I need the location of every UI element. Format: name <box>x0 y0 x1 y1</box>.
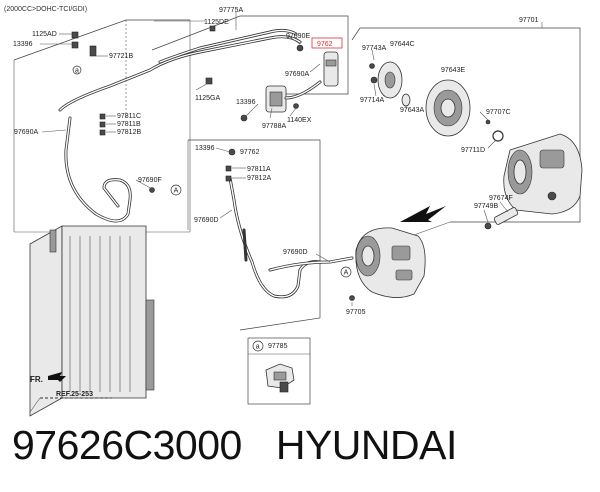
callout-a-inset: a <box>252 340 264 352</box>
relief-valve <box>484 207 519 230</box>
small-clamps <box>71 25 304 193</box>
label-1125AD: 1125AD <box>32 31 57 38</box>
label-97811A: 97811A <box>247 166 271 173</box>
middle-pipe-box <box>187 139 321 331</box>
pressure-switch <box>311 37 343 87</box>
label-1125DE: 1125DE <box>204 19 229 26</box>
label-97705: 97705 <box>346 309 366 316</box>
svg-text:A: A <box>174 188 179 195</box>
label-97690E: 97690E <box>286 33 310 40</box>
label-97690D-right: 97690D <box>283 249 308 256</box>
diagram-header: (2000CC>DOHC-TCI/GDI) <box>4 6 87 13</box>
svg-text:a: a <box>256 344 260 351</box>
label-97788A: 97788A <box>262 123 286 130</box>
brand-name: HYUNDAI <box>275 422 458 468</box>
label-97690A-top: 97690A <box>285 71 309 78</box>
svg-text:A: A <box>344 270 349 277</box>
label-fr: FR. <box>30 375 43 384</box>
front-indicator <box>29 372 112 413</box>
label-97690F: 97690F <box>138 177 162 184</box>
callout-a-left: A <box>170 184 182 196</box>
label-97674F: 97674F <box>489 195 513 202</box>
label-97785: 97785 <box>268 343 288 350</box>
condenser <box>29 225 155 417</box>
label-ref: REF.25-253 <box>56 391 93 398</box>
mid-compressor <box>349 227 426 301</box>
inset-box <box>247 337 311 405</box>
inset-part <box>265 363 295 393</box>
label-97775A: 97775A <box>219 7 243 14</box>
part-labels: 97775A 1125DE 1125AD 13396 97690E 9762 9… <box>13 7 539 398</box>
label-97812B: 97812B <box>117 129 141 136</box>
caption: 97626C3000 HYUNDAI <box>12 422 457 469</box>
muffler-block <box>265 80 322 113</box>
suction-to-compressor-pipe <box>268 256 354 272</box>
label-1125GA: 1125GA <box>195 95 220 102</box>
label-97626-highlight: 9762 <box>317 41 333 48</box>
label-97811B: 97811B <box>117 121 141 128</box>
label-97812A: 97812A <box>247 175 271 182</box>
svg-text:a: a <box>75 67 79 74</box>
label-1140EX: 1140EX <box>287 117 312 124</box>
top-discharge-pipe <box>58 28 302 112</box>
label-97762: 97762 <box>240 149 260 156</box>
callout-a-right: A <box>340 266 352 278</box>
middle-suction-pipe <box>228 176 322 299</box>
leader-lines <box>40 12 543 306</box>
label-97701: 97701 <box>519 17 539 24</box>
label-97743A: 97743A <box>362 45 386 52</box>
label-97643A: 97643A <box>400 107 424 114</box>
left-vertical-pipe <box>64 116 132 223</box>
label-97644C: 97644C <box>390 41 415 48</box>
label-13396-mid: 13396 <box>236 99 256 106</box>
label-97707C: 97707C <box>486 109 511 116</box>
label-97690A-left: 97690A <box>14 129 38 136</box>
label-97714A: 97714A <box>360 97 384 104</box>
label-97643E: 97643E <box>441 67 465 74</box>
label-13396-tl: 13396 <box>13 41 33 48</box>
label-97711D: 97711D <box>461 147 485 154</box>
label-97721B: 97721B <box>109 53 133 60</box>
label-97811C: 97811C <box>117 113 141 120</box>
label-97690D: 97690D <box>194 217 219 224</box>
label-97749B: 97749B <box>474 203 498 210</box>
compressor-clutch-parts <box>369 61 504 142</box>
part-number: 97626C3000 <box>12 422 242 468</box>
compressor-body <box>503 133 583 215</box>
compressor-arrow <box>400 206 446 222</box>
callout-a-top: a <box>72 65 82 74</box>
label-13396-low: 13396 <box>195 145 215 152</box>
